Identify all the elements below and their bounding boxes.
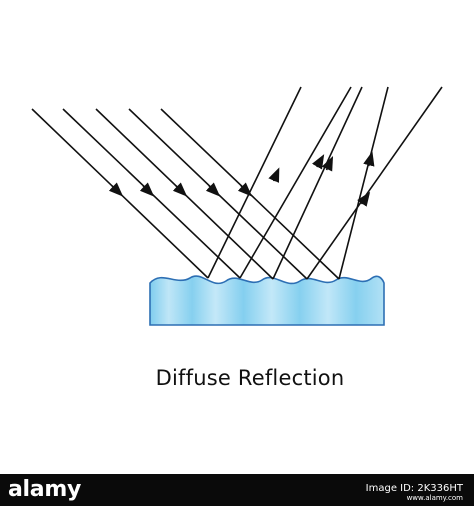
incident-ray-4 bbox=[128, 108, 308, 280]
diagram-caption: Diffuse Reflection bbox=[155, 366, 345, 390]
reflected-ray-1 bbox=[207, 86, 302, 279]
incident-ray-2 bbox=[62, 108, 241, 279]
incident-arrow-1 bbox=[108, 182, 124, 197]
reflected-arrow-4 bbox=[357, 191, 371, 207]
footer-brand-logo: alamy bbox=[8, 477, 81, 502]
watermark-footer: alamy Image ID: 2K336HT www.alamy.com bbox=[0, 474, 474, 506]
reflected-arrow-1 bbox=[268, 167, 280, 183]
reflected-rays bbox=[207, 86, 443, 280]
footer-url: www.alamy.com bbox=[406, 494, 463, 502]
incident-arrow-5 bbox=[237, 182, 253, 197]
reflected-ray-2 bbox=[239, 86, 352, 279]
incident-ray-1 bbox=[31, 108, 209, 279]
reflected-arrow-5 bbox=[363, 151, 375, 167]
reflected-arrow-2 bbox=[312, 154, 325, 170]
reflected-arrow-3 bbox=[321, 155, 334, 172]
incident-arrow-3 bbox=[172, 182, 188, 197]
incident-arrow-4 bbox=[205, 182, 221, 197]
rough-surface bbox=[149, 275, 385, 326]
reflected-ray-5 bbox=[338, 86, 389, 280]
footer-image-id: Image ID: 2K336HT bbox=[365, 483, 463, 494]
incident-ray-3 bbox=[95, 108, 274, 280]
reflected-ray-3 bbox=[272, 86, 363, 280]
incident-rays bbox=[31, 108, 340, 280]
reflected-ray-4 bbox=[306, 86, 443, 280]
incident-arrow-2 bbox=[139, 182, 155, 197]
